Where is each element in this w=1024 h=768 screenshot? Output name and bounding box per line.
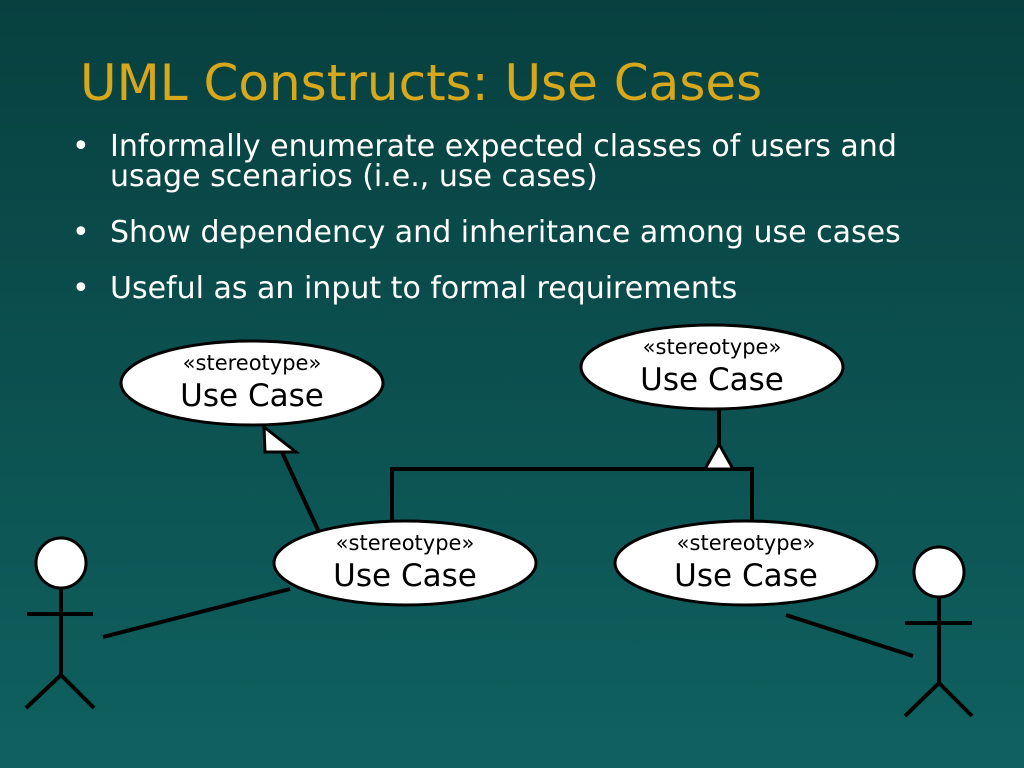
actor-leg (937, 681, 974, 718)
generalization-line (279, 449, 320, 531)
actor-leg (59, 673, 96, 710)
use-case-name: Use Case (333, 558, 477, 594)
bullet-icon: • (72, 129, 90, 164)
use-case-name: Use Case (674, 558, 818, 594)
bullet-item: • Informally enumerate expected classes … (72, 132, 992, 192)
use-case: «stereotype» Use Case (613, 519, 879, 607)
use-case-ellipse (272, 519, 538, 607)
actor-head (912, 545, 966, 599)
use-case: «stereotype» Use Case (272, 519, 538, 607)
slide-title: UML Constructs: Use Cases (80, 54, 763, 112)
actor-head (34, 536, 88, 590)
association-line (785, 613, 914, 658)
use-case-ellipse (119, 339, 385, 427)
use-case: «stereotype» Use Case (119, 339, 385, 427)
generalization-arrowhead (702, 440, 736, 471)
use-case-ellipse (579, 323, 845, 411)
association-line (102, 587, 291, 639)
use-case-stereotype: «stereotype» (677, 531, 816, 555)
actor-leg (903, 681, 941, 718)
actor-leg (24, 673, 63, 710)
bullet-item: • Useful as an input to formal requireme… (72, 274, 992, 304)
bullet-text: Useful as an input to formal requirement… (110, 271, 738, 306)
bullet-text: Show dependency and inheritance among us… (110, 215, 901, 250)
bullet-icon: • (72, 271, 90, 306)
use-case-stereotype: «stereotype» (183, 351, 322, 375)
use-case-name: Use Case (180, 378, 324, 414)
actor-icon (24, 536, 96, 710)
use-case-stereotype: «stereotype» (643, 335, 782, 359)
bullet-text: Informally enumerate expected classes of… (110, 129, 897, 194)
actor-icon (903, 545, 974, 718)
bullet-item: • Show dependency and inheritance among … (72, 218, 992, 248)
use-case: «stereotype» Use Case (579, 323, 845, 411)
generalization-arrowhead (262, 423, 301, 454)
use-case-name: Use Case (640, 362, 784, 398)
bullet-icon: • (72, 215, 90, 250)
bullet-list: • Informally enumerate expected classes … (72, 132, 992, 330)
use-case-stereotype: «stereotype» (336, 531, 475, 555)
use-case-ellipse (613, 519, 879, 607)
